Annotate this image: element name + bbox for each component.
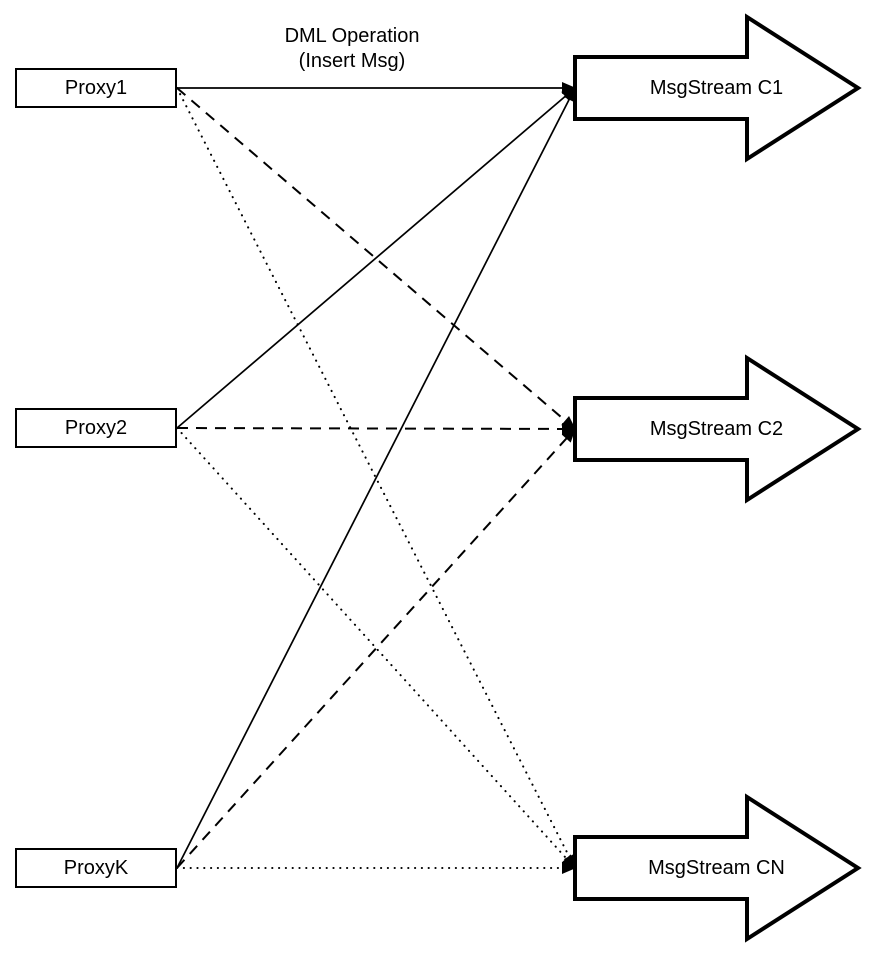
msgstream-arrow-c2	[573, 354, 862, 504]
edge-proxyk-c2	[176, 428, 576, 869]
node-proxy2-label: Proxy2	[64, 416, 128, 439]
edge-proxy2-c2	[176, 422, 576, 435]
node-proxyk: ProxyK	[15, 848, 177, 888]
msgstream-arrow-cn	[573, 793, 862, 943]
node-proxy2: Proxy2	[15, 408, 177, 448]
node-proxy1: Proxy1	[15, 68, 177, 108]
node-proxyk-label: ProxyK	[63, 856, 129, 879]
diagram-title-line2: (Insert Msg)	[298, 50, 406, 72]
edge-proxyk-c1	[176, 87, 576, 869]
node-proxy1-label: Proxy1	[64, 76, 128, 99]
diagram-title: DML Operation (Insert Msg)	[232, 24, 472, 74]
diagram-title-line1: DML Operation	[284, 25, 420, 47]
msgstream-arrow-c1	[573, 13, 862, 163]
edge-proxy2-c1	[176, 87, 576, 429]
